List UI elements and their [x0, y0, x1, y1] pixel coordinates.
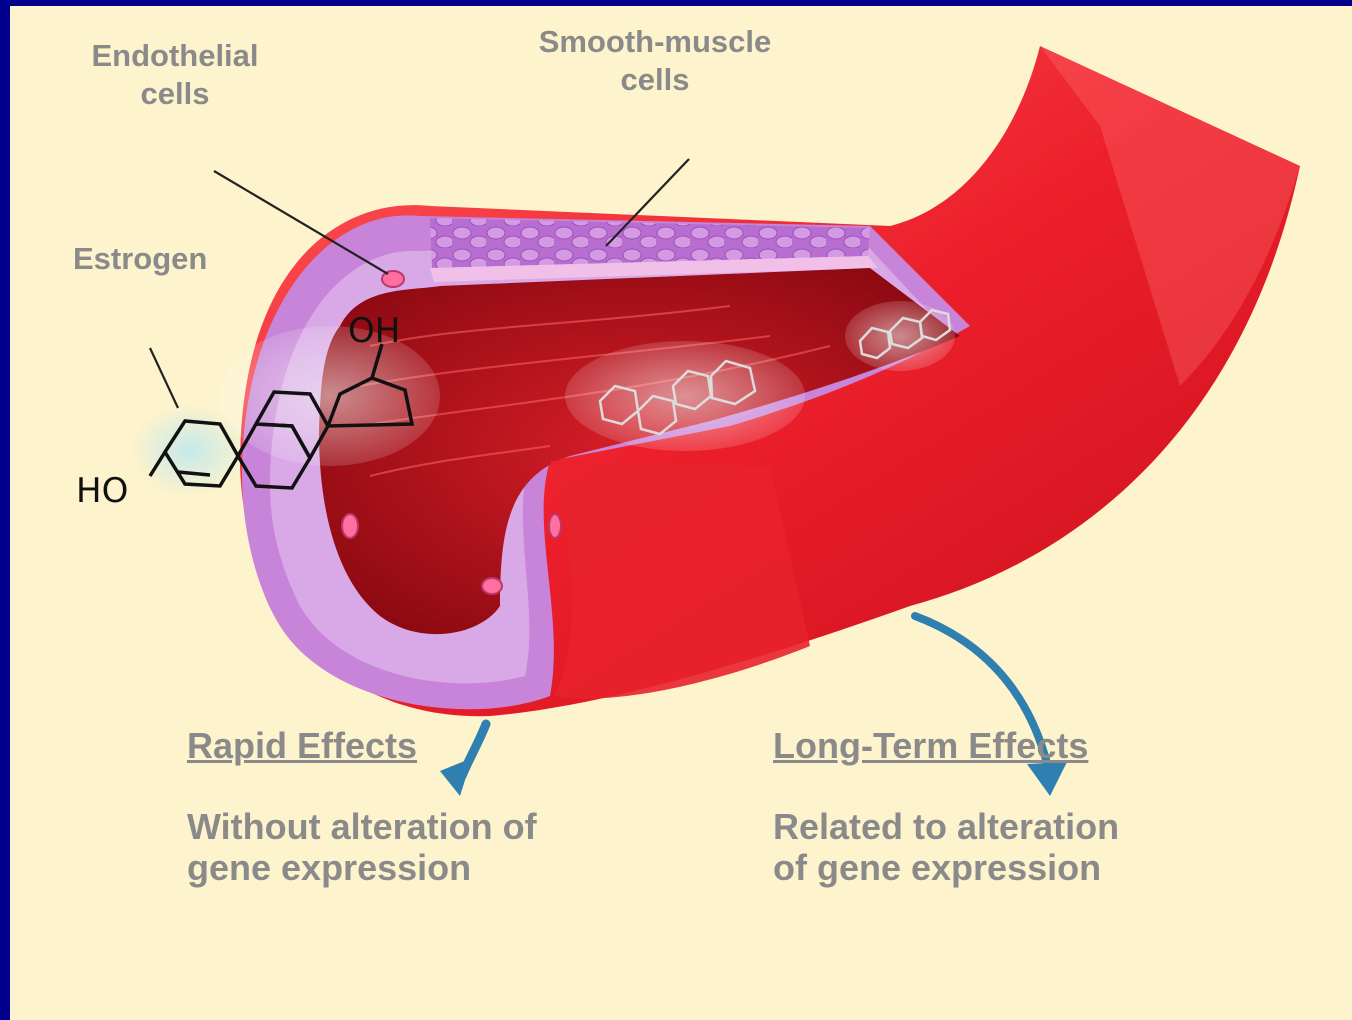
long-term-effects-line-1: Related to alteration	[773, 806, 1119, 847]
rapid-effects-title: Rapid Effects	[187, 726, 417, 766]
endothelial-line-2: cells	[80, 75, 270, 113]
estrogen-molecule-lumen-1	[565, 341, 805, 451]
long-term-effects-title: Long-Term Effects	[773, 726, 1088, 766]
estrogen-label: Estrogen	[73, 240, 207, 278]
ho-label: HO	[76, 471, 128, 511]
oh-label: OH	[348, 311, 400, 351]
smooth-muscle-line-1: Smooth-muscle	[525, 23, 785, 61]
rapid-effects-line-2: gene expression	[187, 847, 537, 888]
slide: OH HO Endothelial cells Smooth-muscle ce…	[10, 6, 1352, 1020]
long-term-effects-description: Related to alteration of gene expression	[773, 806, 1119, 888]
estrogen-molecule-lumen-2	[845, 301, 955, 371]
smooth-muscle-cells-label: Smooth-muscle cells	[525, 23, 785, 99]
endothelial-cells-label: Endothelial cells	[80, 37, 270, 113]
rapid-effects-description: Without alteration of gene expression	[187, 806, 537, 888]
smooth-muscle-line-2: cells	[525, 61, 785, 99]
estrogen-pointer	[150, 348, 178, 408]
endothelial-line-1: Endothelial	[80, 37, 270, 75]
long-term-effects-line-2: of gene expression	[773, 847, 1119, 888]
rapid-effects-line-1: Without alteration of	[187, 806, 537, 847]
